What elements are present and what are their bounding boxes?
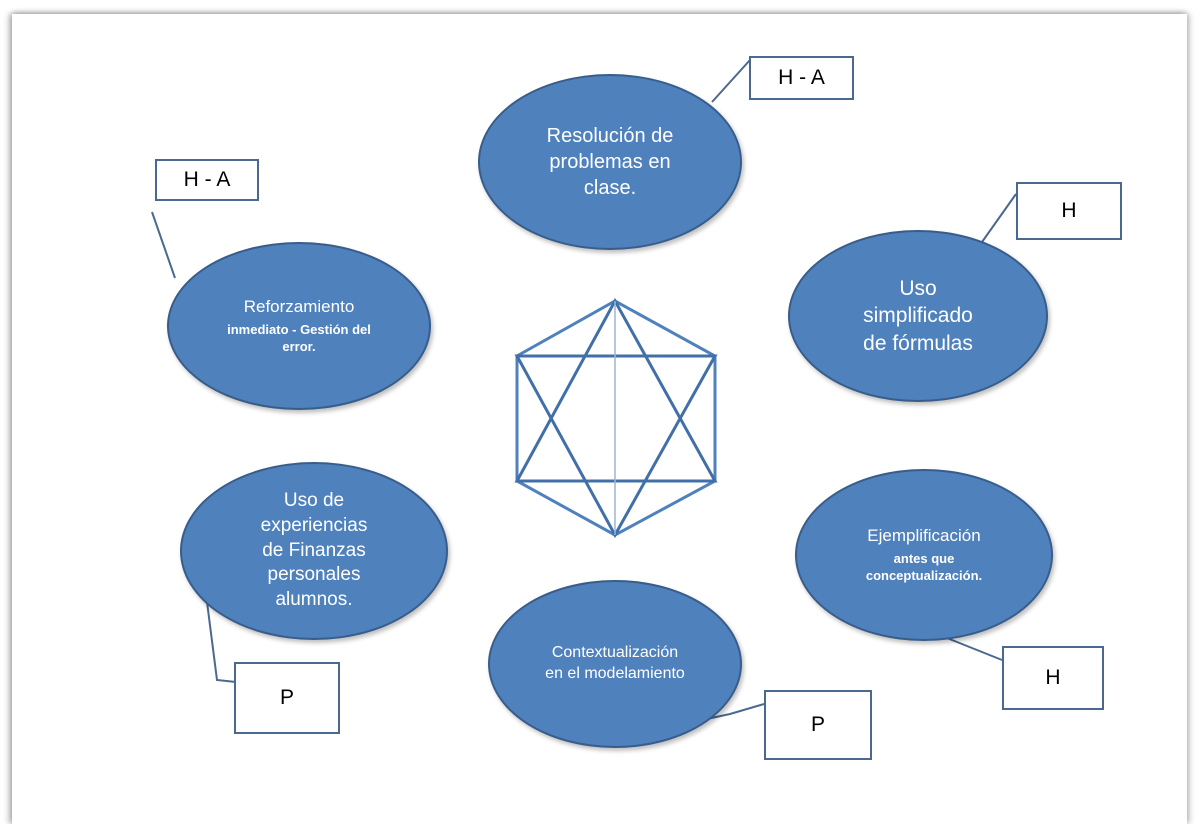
node-contextualizacion: Contextualización en el modelamiento bbox=[488, 580, 742, 748]
node-ejemplificacion: Ejemplificación antes que conceptualizac… bbox=[795, 469, 1053, 641]
node-experiencias: Uso de experiencias de Finanzas personal… bbox=[180, 462, 448, 640]
tag-ejemplificacion: H bbox=[1002, 646, 1104, 710]
connector-experiencias bbox=[206, 601, 237, 683]
tag-uso-formulas: H bbox=[1016, 182, 1122, 240]
diagram-page: Resolución de problemas en clase. H - A … bbox=[12, 14, 1187, 824]
node-uso-formulas: Uso simplificado de fórmulas bbox=[788, 230, 1048, 402]
connector-uso-formulas bbox=[981, 193, 1017, 243]
hexagram-in-hexagon-icon bbox=[514, 297, 718, 539]
connector-reforzamiento bbox=[151, 211, 176, 279]
tag-contextualizacion: P bbox=[764, 690, 872, 760]
tag-experiencias: P bbox=[234, 662, 340, 734]
node-reforzamiento-text: inmediato - Gestión del error. bbox=[227, 322, 371, 355]
tag-reforzamiento: H - A bbox=[155, 159, 259, 201]
tag-resolucion: H - A bbox=[749, 56, 854, 100]
node-resolucion: Resolución de problemas en clase. bbox=[478, 74, 742, 250]
node-reforzamiento: Reforzamiento inmediato - Gestión del er… bbox=[167, 242, 431, 410]
connector-resolucion bbox=[711, 59, 751, 103]
node-reforzamiento-title: Reforzamiento bbox=[243, 297, 355, 317]
connector-ejemplificacion bbox=[946, 637, 1003, 661]
connector-layer bbox=[151, 59, 1017, 721]
node-resolucion-text: Resolución de problemas en clase. bbox=[546, 125, 674, 199]
node-contextualizacion-text: Contextualización en el modelamiento bbox=[545, 644, 685, 682]
node-experiencias-text: Uso de experiencias de Finanzas personal… bbox=[260, 490, 368, 611]
node-ejemplificacion-text: antes que conceptualización. bbox=[865, 551, 983, 584]
node-ejemplificacion-title: Ejemplificación bbox=[867, 526, 981, 546]
node-uso-formulas-text: Uso simplificado de fórmulas bbox=[863, 277, 973, 355]
